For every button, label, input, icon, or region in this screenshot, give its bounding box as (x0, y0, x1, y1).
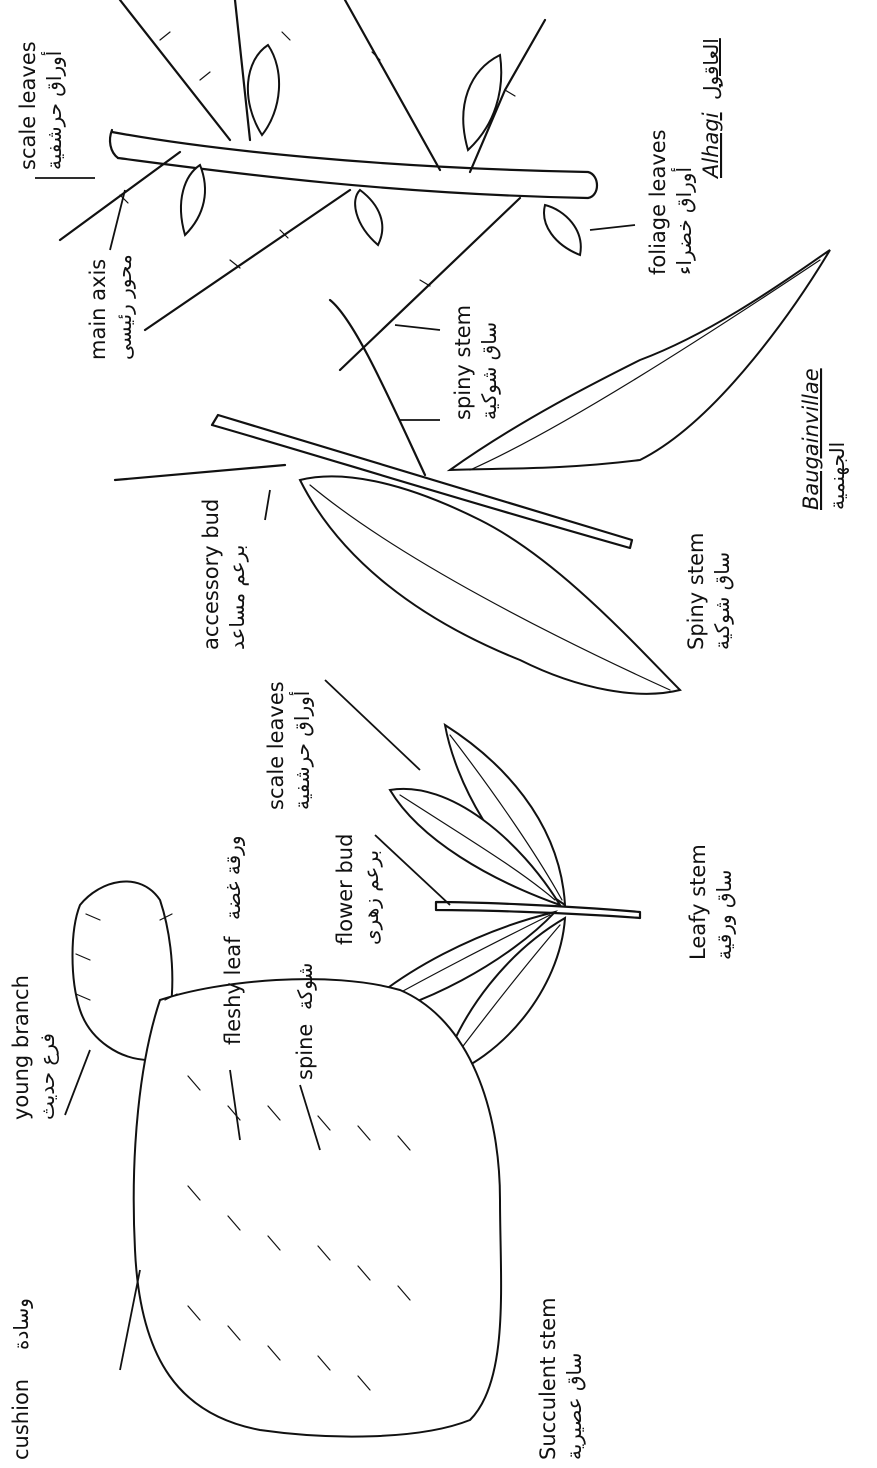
label-main-axis: main axis محور رئيسى (86, 254, 136, 360)
label-accessory-bud: accessory bud برعم مساعد (199, 499, 249, 650)
baugainvillae-leaf (450, 250, 830, 470)
leafy-stem-en: Leafy stem (686, 844, 710, 960)
spiny-stem-mid-ar: ساق شوكية (477, 322, 501, 420)
spiny-stem-caption-en: Spiny stem (684, 533, 708, 650)
spine-ar: شوكة (293, 963, 317, 1010)
scale-leaves-top-ar: أوراق حرشفية (41, 51, 66, 170)
baugainvillae-ar: الجهنمية (825, 442, 849, 510)
accessory-bud-en: accessory bud (199, 499, 223, 650)
label-spiny-stem-caption: Spiny stem ساق شوكية (684, 533, 734, 650)
scale-leaves-mid-ar: أوراق حرشفية (289, 691, 314, 810)
label-alhagi: Alhagi العاقول (699, 38, 723, 180)
main-axis-ar: محور رئيسى (112, 254, 136, 360)
label-foliage-leaves: foliage leaves أوراق خضراء (646, 129, 696, 275)
label-baugainvillae: Baugainvillae الجهنمية (799, 368, 849, 510)
scale-leaves-mid-en: scale leaves (264, 681, 288, 810)
cushion-en: cushion (9, 1379, 33, 1460)
spine-en: spine (293, 1024, 317, 1080)
young-branch-en: young branch (9, 975, 33, 1120)
leafy-stem-ar: ساق ورقية (712, 870, 736, 960)
label-flower-bud: flower bud برعم زهرى (333, 834, 383, 945)
alhagi-ar: العاقول (699, 38, 723, 100)
label-succulent-stem: Succulent stem ساق عصيرية (536, 1297, 586, 1460)
label-leafy-stem: Leafy stem ساق ورقية (686, 844, 736, 960)
label-scale-leaves-top: scale leaves أوراق حرشفية (16, 41, 66, 170)
foliage-leaves-ar: أوراق خضراء (671, 167, 696, 275)
accessory-bud-ar: برعم مساعد (225, 545, 249, 650)
fleshy-leaf-en: fleshy leaf (221, 936, 245, 1045)
succulent-stem-en: Succulent stem (536, 1297, 560, 1460)
alhagi-drawing (60, 0, 597, 370)
spiny-stem-caption-ar: ساق شوكية (710, 552, 734, 650)
label-cushion: cushion وسادة (9, 1298, 33, 1460)
label-fleshy-leaf: fleshy leaf ورقة غضة (221, 836, 245, 1045)
fleshy-pad (134, 979, 501, 1436)
foliage-leaves-en: foliage leaves (646, 129, 670, 275)
fleshy-leaf-ar: ورقة غضة (221, 836, 245, 920)
spiny-stem-mid-en: spiny stem (451, 305, 475, 420)
label-young-branch: young branch فرع حديث (9, 975, 59, 1120)
main-axis-en: main axis (86, 259, 110, 360)
alhagi-en: Alhagi (699, 112, 723, 180)
alhagi-branch (120, 0, 230, 140)
flower-bud-ar: برعم زهرى (359, 850, 383, 945)
succulent-stem-ar: ساق عصيرية (562, 1353, 586, 1460)
young-branch-ar: فرع حديث (35, 1033, 59, 1120)
flower-bud-en: flower bud (333, 834, 357, 945)
baugainvillae-en: Baugainvillae (799, 368, 823, 510)
alhagi-leaf (248, 45, 279, 135)
cushion-ar: وسادة (9, 1298, 33, 1350)
scale-leaves-top-en: scale leaves (16, 41, 40, 170)
label-scale-leaves-mid: scale leaves أوراق حرشفية (264, 681, 314, 810)
label-spiny-stem-mid: spiny stem ساق شوكية (451, 305, 501, 420)
